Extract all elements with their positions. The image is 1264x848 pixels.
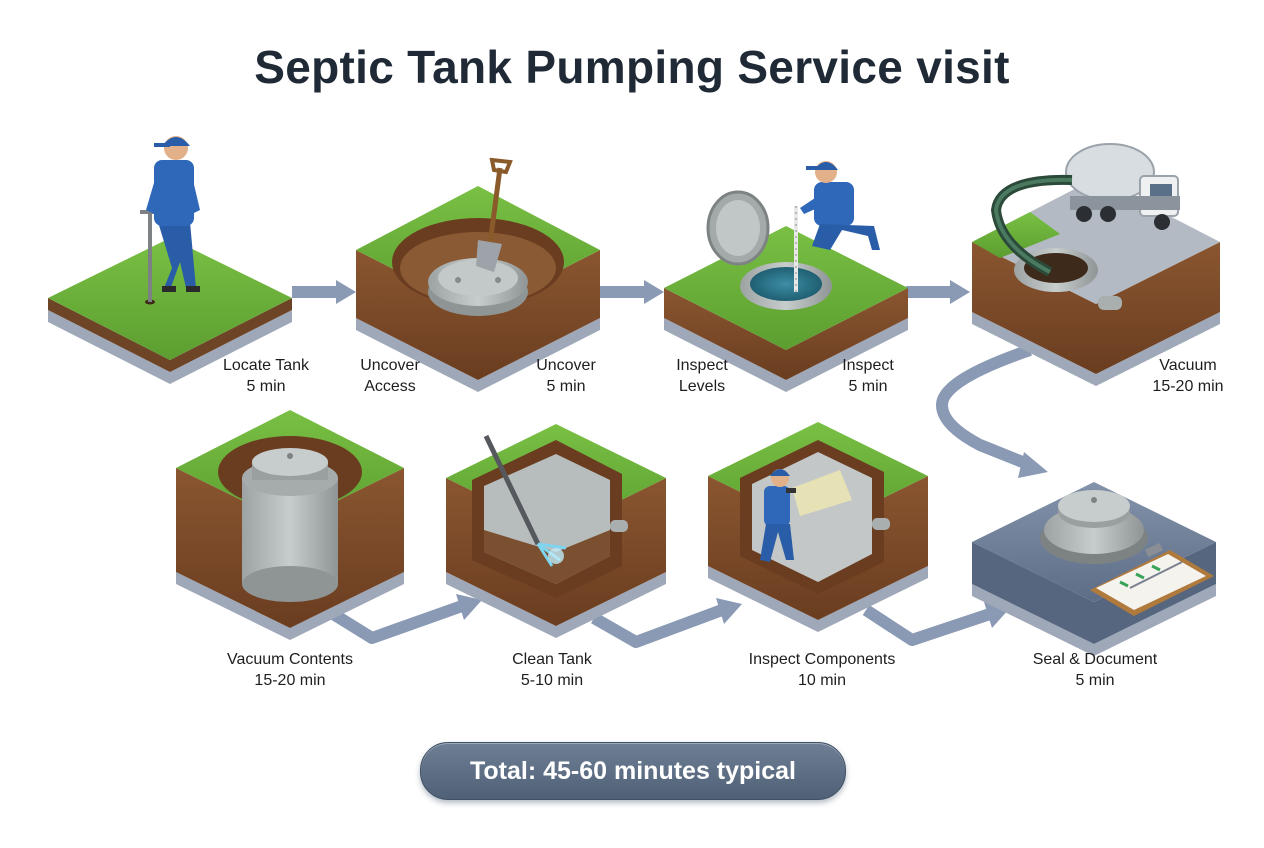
arrow-8-to-9 bbox=[862, 602, 1010, 646]
shovel-icon bbox=[476, 157, 513, 272]
arrow-7-to-8 bbox=[591, 598, 742, 648]
step-name: Uncover bbox=[536, 357, 596, 374]
step-name: Inspect bbox=[842, 357, 894, 374]
step-label-uncover-access: Uncover Access bbox=[340, 355, 440, 397]
vacuum-truck-icon bbox=[1065, 143, 1180, 230]
step-time: 5 min bbox=[546, 378, 586, 395]
step-label-uncover: Uncover 5 min bbox=[516, 355, 616, 397]
step-label-locate-tank: Locate Tank 5 min bbox=[196, 355, 336, 397]
step-label-inspect: Inspect 5 min bbox=[818, 355, 918, 397]
tile-inspect-components bbox=[708, 422, 928, 632]
tile-locate-tank bbox=[48, 136, 292, 384]
tile-vacuum bbox=[972, 143, 1220, 386]
step-name: Locate Tank bbox=[223, 357, 309, 374]
page-title: Septic Tank Pumping Service visit bbox=[254, 41, 1010, 93]
step-time: 15-20 min bbox=[1152, 378, 1224, 395]
step-name-line2: Levels bbox=[678, 378, 726, 395]
step-label-vacuum: Vacuum 15-20 min bbox=[1118, 355, 1258, 397]
clipboard-checklist-icon bbox=[1090, 542, 1214, 616]
tile-vacuum-contents bbox=[176, 410, 404, 640]
step-name-line1: Inspect bbox=[676, 357, 728, 374]
step-name: Inspect Components bbox=[748, 651, 896, 668]
tile-inspect-levels bbox=[664, 161, 908, 392]
step-time: 5 min bbox=[1075, 672, 1115, 689]
pressure-washer-icon bbox=[483, 434, 567, 567]
arrow-3-to-4 bbox=[906, 280, 970, 304]
worker-with-probe bbox=[140, 136, 200, 302]
tile-uncover bbox=[356, 157, 600, 392]
step-time: 5 min bbox=[848, 378, 888, 395]
tile-seal-document bbox=[972, 482, 1216, 656]
step-label-seal-document: Seal & Document 5 min bbox=[1000, 649, 1190, 691]
step-time: 15-20 min bbox=[254, 672, 326, 689]
step-name: Vacuum Contents bbox=[227, 651, 353, 668]
step-name: Seal & Document bbox=[1032, 651, 1158, 668]
tile-clean-tank bbox=[446, 424, 666, 638]
step-name-line1: Uncover bbox=[360, 357, 420, 374]
worker-kneeling bbox=[800, 161, 880, 250]
arrow-4-to-5 bbox=[936, 344, 1048, 478]
step-time: 10 min bbox=[797, 672, 847, 689]
step-label-inspect-levels: Inspect Levels bbox=[652, 355, 752, 397]
step-name-line2: Access bbox=[364, 378, 416, 395]
arrow-1-to-2 bbox=[292, 280, 356, 304]
worker-with-flashlight bbox=[760, 469, 796, 562]
step-name: Clean Tank bbox=[512, 651, 592, 668]
step-label-inspect-components: Inspect Components 10 min bbox=[722, 649, 922, 691]
step-time: 5-10 min bbox=[520, 672, 584, 689]
arrow-6-to-7 bbox=[326, 594, 482, 644]
step-label-clean-tank: Clean Tank 5-10 min bbox=[482, 649, 622, 691]
arrow-2-to-3 bbox=[600, 280, 664, 304]
total-time-badge: Total: 45-60 minutes typical bbox=[420, 742, 846, 800]
total-time-text: Total: 45-60 minutes typical bbox=[469, 757, 796, 785]
step-label-vacuum-contents: Vacuum Contents 15-20 min bbox=[200, 649, 380, 691]
step-time: 5 min bbox=[246, 378, 286, 395]
step-name: Vacuum bbox=[1159, 357, 1217, 374]
